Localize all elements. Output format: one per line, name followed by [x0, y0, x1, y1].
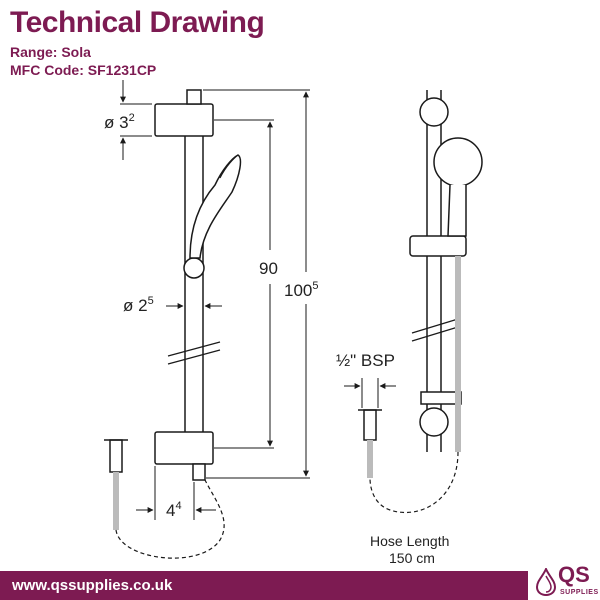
mfc-code-line: MFC Code: SF1231CP — [10, 62, 156, 78]
side-bottom-knob — [419, 407, 449, 437]
logo-subtext: SUPPLIES — [560, 589, 599, 596]
side-top-knob — [419, 97, 449, 127]
slider-knob — [183, 257, 205, 279]
side-slider — [409, 235, 467, 257]
hand-shower-side — [433, 137, 483, 237]
bsp-label: ½" BSP — [336, 351, 395, 370]
hand-shower — [189, 154, 242, 259]
slide-rail — [167, 130, 221, 438]
technical-drawing: ø 32 ø 25 90 1005 44 — [104, 80, 483, 566]
hose-length-value: 150 cm — [389, 550, 435, 566]
projection-label: 44 — [166, 500, 182, 520]
hose-length-label: Hose Length — [370, 533, 449, 549]
range-label: Range: — [10, 44, 58, 60]
rail-diameter-label: ø 25 — [123, 295, 154, 315]
bottom-wall-bracket — [154, 431, 214, 481]
front-dimensions — [120, 80, 310, 520]
range-value: Sola — [61, 44, 91, 60]
water-drop-icon — [535, 568, 557, 596]
mfc-value: SF1231CP — [87, 62, 157, 78]
website-link[interactable]: www.qssupplies.co.uk — [12, 577, 173, 594]
shower-hose-front — [104, 439, 225, 559]
page-title: Technical Drawing — [10, 6, 265, 39]
footer-bar: www.qssupplies.co.uk — [0, 571, 528, 600]
qs-supplies-logo: QS SUPPLIES — [531, 562, 600, 600]
bsp-dimension — [344, 378, 396, 408]
top-wall-bracket — [154, 89, 214, 137]
front-view — [104, 89, 242, 559]
inner-height-label: 90 — [259, 259, 278, 278]
range-line: Range: Sola — [10, 44, 91, 60]
bracket-diameter-label: ø 32 — [104, 112, 135, 132]
outer-height-label: 1005 — [284, 280, 319, 300]
mfc-label: MFC Code: — [10, 62, 84, 78]
side-view — [358, 90, 483, 514]
logo-text: QS — [558, 562, 590, 587]
